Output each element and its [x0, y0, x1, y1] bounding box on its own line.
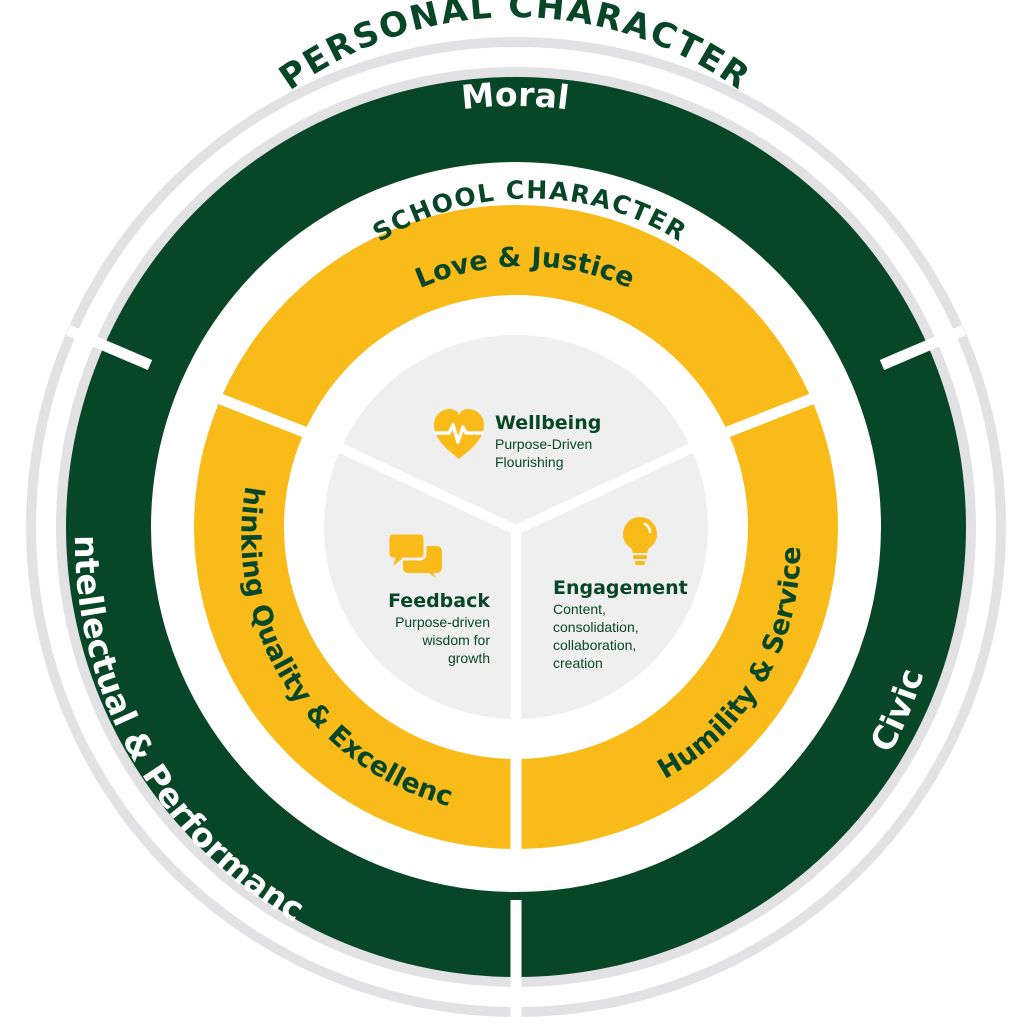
feedback-line-1: Purpose-driven: [395, 614, 490, 630]
engagement-line-2: consolidation,: [553, 619, 639, 635]
engagement-title: Engagement: [553, 577, 688, 599]
heart-pulse-icon: [434, 409, 484, 459]
engagement-line-3: collaboration,: [553, 637, 636, 653]
engagement-line-1: Content,: [553, 601, 606, 617]
ring-dividers: [65, 324, 967, 1030]
wellbeing-title: Wellbeing: [495, 412, 601, 434]
outer-divider-left: [65, 324, 153, 371]
wellbeing-line-1: Purpose-Driven: [495, 436, 592, 452]
feedback-title: Feedback: [388, 590, 490, 612]
gold-divider-right: [717, 392, 817, 441]
lightbulb-icon: [623, 517, 657, 565]
feedback-line-3: growth: [448, 650, 490, 666]
moral-label: Moral: [460, 75, 572, 118]
feedback-line-2: wisdom for: [421, 632, 490, 648]
speech-bubbles-icon: [386, 531, 442, 578]
wellbeing-line-2: Flourishing: [495, 454, 563, 470]
core-divider-right: [513, 438, 705, 535]
engagement-line-4: creation: [553, 655, 603, 671]
gold-divider-left: [215, 392, 315, 441]
outer-divider-right: [879, 324, 967, 371]
core-divider-left: [327, 438, 519, 535]
